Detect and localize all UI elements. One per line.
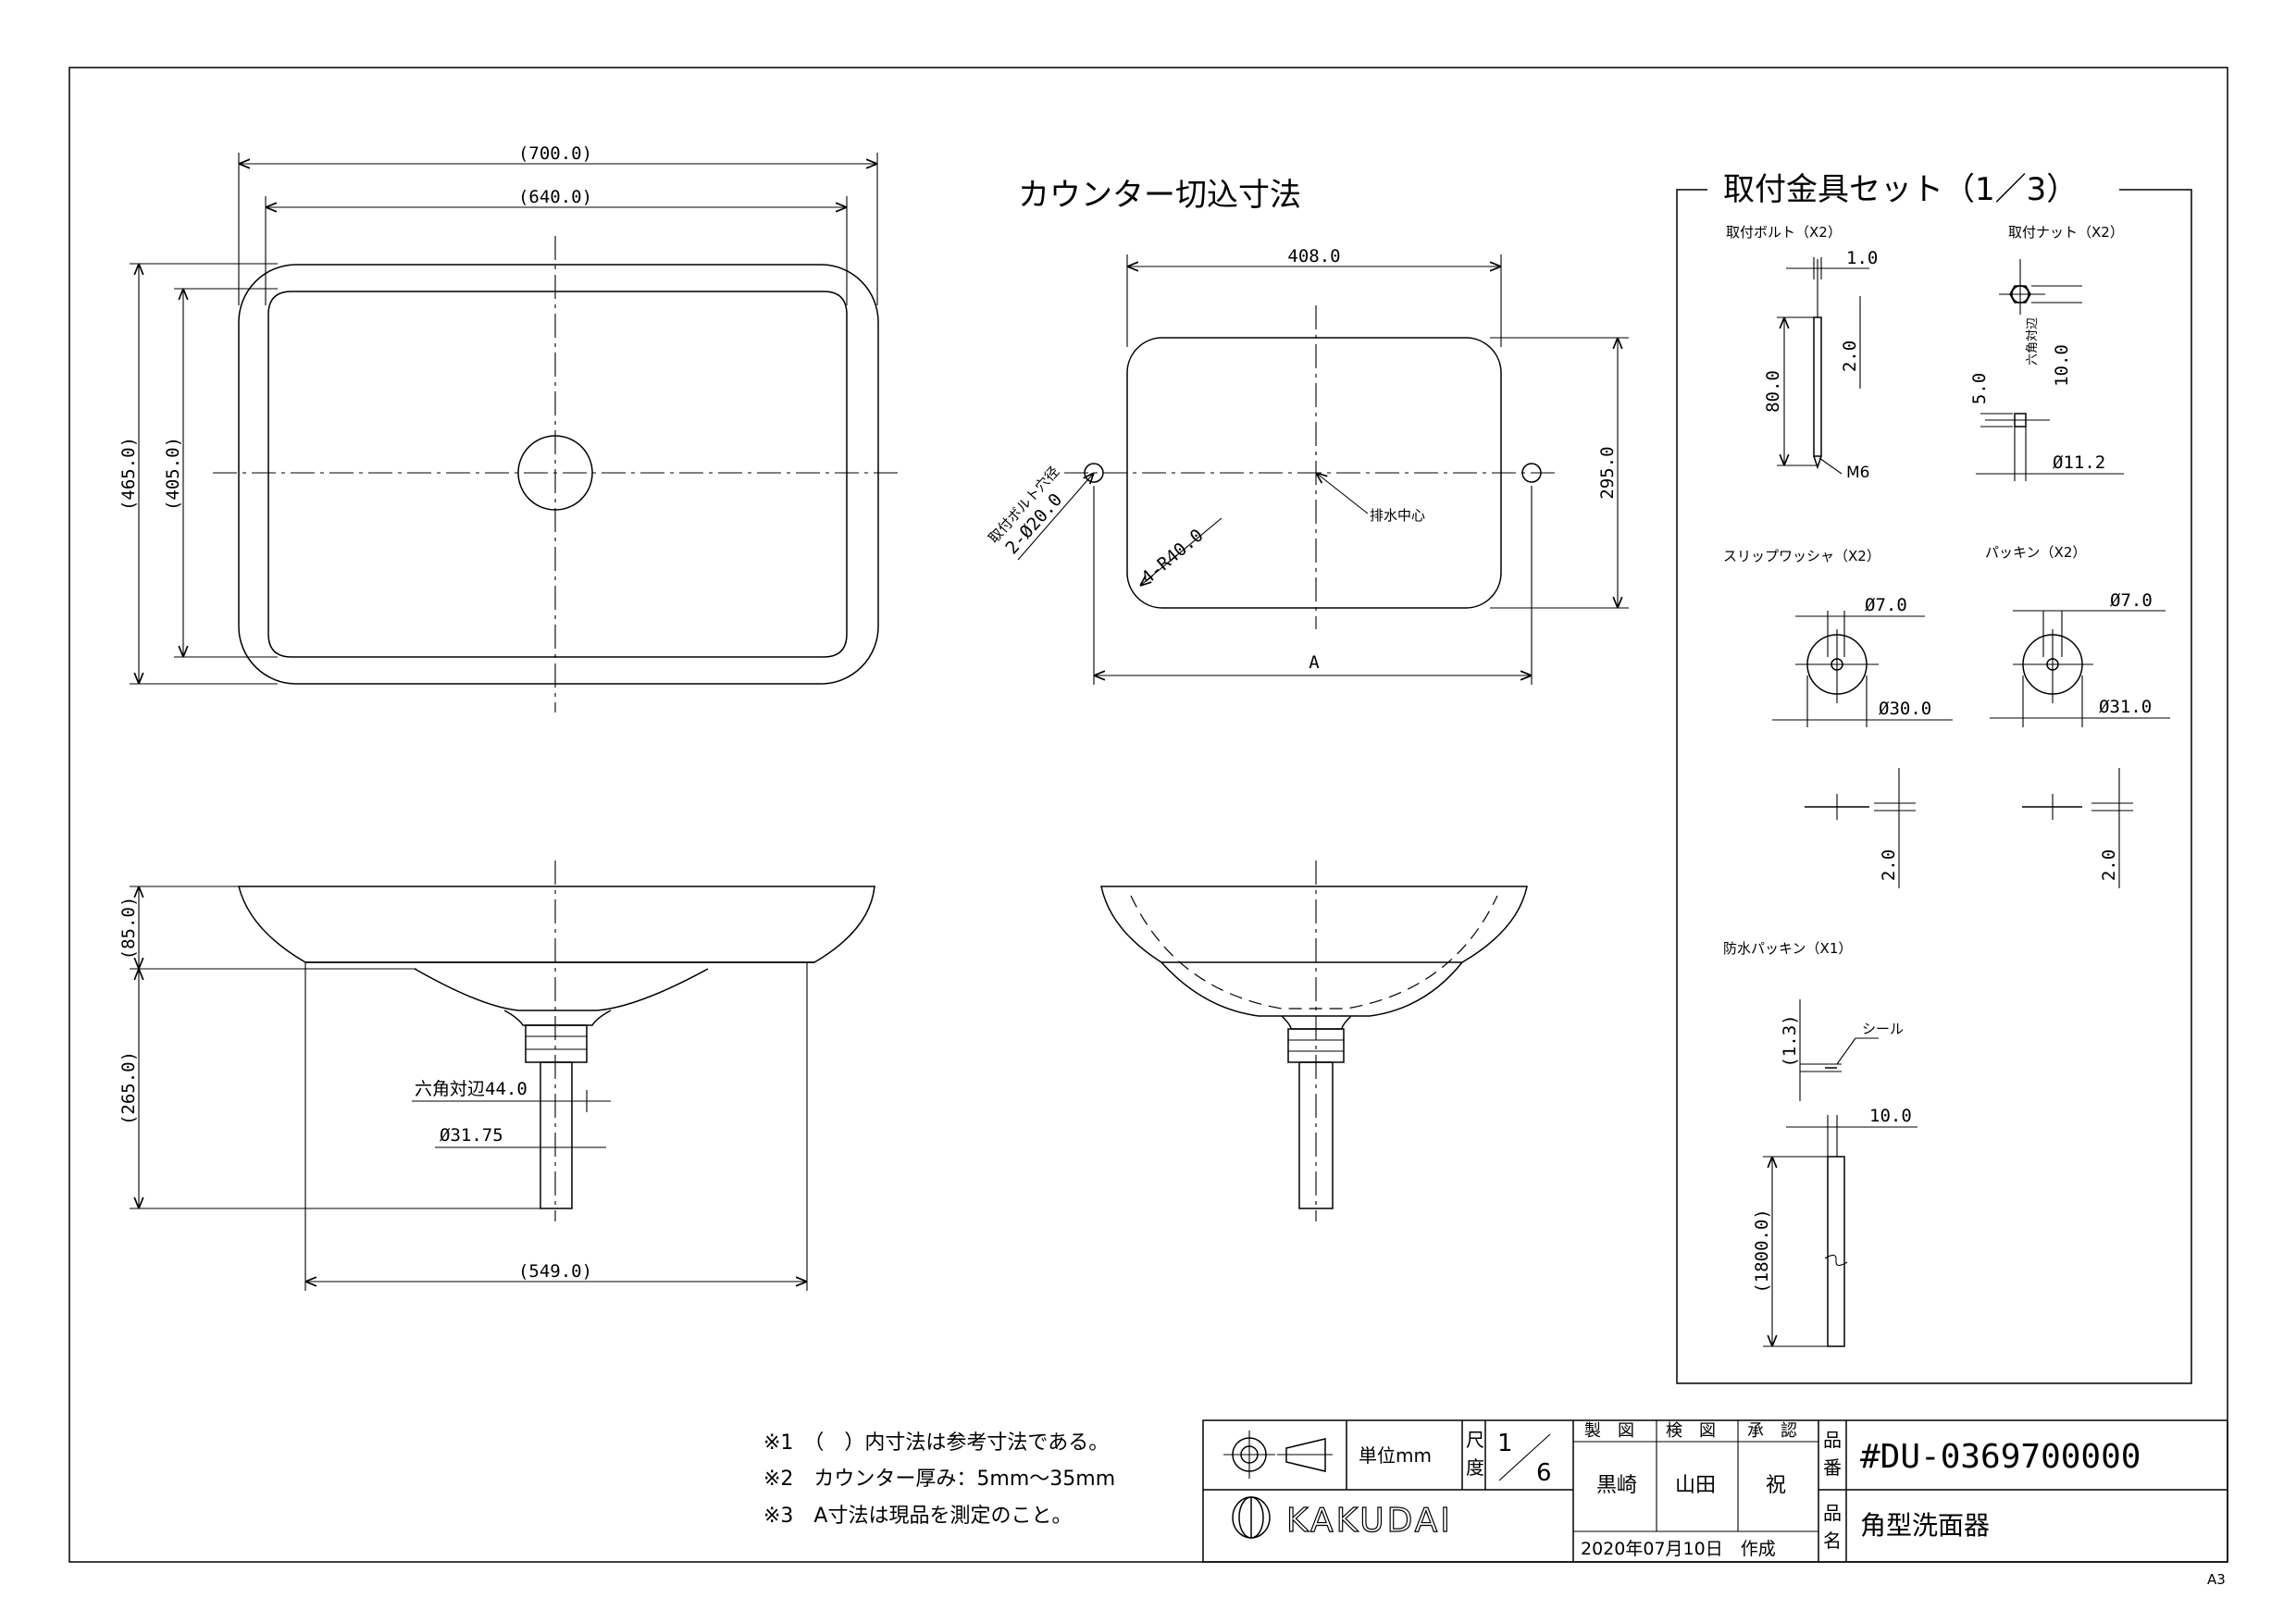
- packing-label: パッキン（X2）: [1985, 544, 2086, 561]
- dim-corner-radius: 4-R40.0: [1137, 526, 1207, 588]
- made-by-name: 黒崎: [1596, 1474, 1637, 1497]
- part-name: 角型洗面器: [1860, 1510, 1990, 1541]
- checked-by-label: 検 図: [1666, 1421, 1716, 1441]
- washer-dim-thick: 2.0: [1879, 849, 1899, 881]
- dim-hex-across: 六角対辺44.0: [415, 1079, 527, 1099]
- bolt-label: 取付ボルト（X2）: [1726, 224, 1842, 241]
- basin-side-rim: [1100, 886, 1528, 963]
- bolt-dim-2: 2.0: [1840, 341, 1860, 372]
- side-view-2: [1100, 861, 1528, 1221]
- hinmei-label-2: 名: [1823, 1530, 1842, 1552]
- basin-outer-rim: [238, 264, 879, 685]
- approved-by-name: 祝: [1766, 1474, 1786, 1497]
- dim-total-height: (265.0): [118, 1051, 139, 1125]
- bowl-hidden-line: [1130, 895, 1498, 1010]
- washer-dim-inner: Ø7.0: [1865, 595, 1907, 615]
- unit-label: 単位mm: [1359, 1444, 1432, 1467]
- top-view: (700.0) (640.0) (465.0) (405.0): [118, 143, 902, 712]
- scale-numerator: 1: [1497, 1430, 1513, 1457]
- dim-bottom-width: (549.0): [518, 1261, 592, 1282]
- bolt-dim-m6: M6: [1846, 464, 1869, 482]
- scale-label-2: 度: [1466, 1456, 1484, 1479]
- waterproof-dim-width: 10.0: [1869, 1106, 1912, 1126]
- counter-cut-title: カウンター切込寸法: [1018, 177, 1301, 214]
- scale-label-1: 尺: [1466, 1429, 1484, 1451]
- kakudai-logo-icon: [1232, 1496, 1271, 1539]
- checked-by-name: 山田: [1675, 1474, 1716, 1497]
- brand-name: KAKUDAI: [1286, 1502, 1453, 1540]
- drain-fitting: [525, 1024, 588, 1063]
- packing-dim-outer: Ø31.0: [2099, 697, 2152, 717]
- bolt-drawing: [1813, 316, 1822, 457]
- washer-label: スリップワッシャ（X2）: [1723, 548, 1880, 564]
- drain-center-label: 排水中心: [1370, 507, 1425, 524]
- nut-dim-thickness: 5.0: [1969, 373, 1990, 404]
- packing-dim-inner: Ø7.0: [2110, 590, 2153, 611]
- dim-rim-height: (85.0): [118, 897, 139, 960]
- side-view: (85.0) (265.0) (549.0) 六角対辺44.0 Ø31.75: [118, 861, 875, 1291]
- drain-pipe: [540, 1061, 573, 1209]
- mounting-kit-panel: 取付金具セット（1／3） 取付ボルト（X2） 1.0 80.0 2.0 M6 取…: [1676, 171, 2192, 1384]
- dim-cut-width: 408.0: [1287, 246, 1340, 266]
- counter-cut-view: カウンター切込寸法 408.0 295.0 A 4-R40.0 取付ボルト穴径 …: [986, 177, 1629, 685]
- bolt-hole-right: [1521, 463, 1542, 483]
- packing-dim-thick: 2.0: [2099, 849, 2119, 881]
- note-2: ※2 カウンター厚み：5mm～35mm: [763, 1468, 1115, 1491]
- part-number: #DU-0369700000: [1860, 1438, 2141, 1476]
- hinban-label-2: 番: [1823, 1456, 1842, 1479]
- note-3: ※3 A寸法は現品を測定のこと。: [763, 1505, 1072, 1528]
- projection-symbol-icon: [1223, 1431, 1333, 1479]
- basin-rim-section: [238, 886, 875, 963]
- dim-depth-inner: (405.0): [163, 437, 183, 511]
- scale-denominator: 6: [1536, 1459, 1552, 1487]
- bolt-dim-thread: 1.0: [1846, 248, 1878, 268]
- created-date: 2020年07月10日 作成: [1581, 1539, 1776, 1559]
- dim-width-outer: (700.0): [518, 143, 592, 164]
- nut-label: 取付ナット（X2）: [2008, 224, 2124, 241]
- basin-bowl: [414, 968, 709, 1011]
- note-1: ※1 （ ）内寸法は参考寸法である。: [763, 1431, 1109, 1455]
- dim-a: A: [1309, 652, 1320, 673]
- waterproof-dim-length: (1800.0): [1752, 1208, 1772, 1294]
- nut-dim-dia: Ø11.2: [2053, 452, 2105, 473]
- bolt-dim-length: 80.0: [1763, 370, 1783, 413]
- dim-pipe-dia: Ø31.75: [440, 1125, 503, 1146]
- nut-hex-label: 六角対辺: [2026, 317, 2040, 365]
- dim-cut-depth: 295.0: [1597, 446, 1618, 499]
- waterproof-strip: [1827, 1156, 1845, 1347]
- basin-inner-bowl: [267, 291, 848, 658]
- dim-depth-outer: (465.0): [118, 437, 139, 511]
- notes: ※1 （ ）内寸法は参考寸法である。 ※2 カウンター厚み：5mm～35mm ※…: [763, 1431, 1115, 1528]
- hinban-label-1: 品: [1823, 1429, 1842, 1451]
- sheet-border: [68, 67, 2228, 1563]
- nut-dim-hex: 10.0: [2052, 344, 2072, 387]
- waterproof-dim-thick: (1.3): [1780, 1014, 1800, 1067]
- washer-dim-outer: Ø30.0: [1879, 699, 1931, 719]
- made-by-label: 製 図: [1584, 1421, 1634, 1441]
- waterproof-seal: シール: [1862, 1021, 1904, 1037]
- approved-by-label: 承 認: [1747, 1421, 1797, 1441]
- kit-title: 取付金具セット（1／3）: [1723, 171, 2078, 208]
- hinmei-label-1: 品: [1823, 1502, 1842, 1524]
- sheet-size: A3: [2207, 1571, 2226, 1588]
- waterproof-label: 防水パッキン（X1）: [1723, 940, 1852, 957]
- title-block: 単位mm 尺 度 1 6 製 図 検 図 承 認 黒崎 山田 祝 品 番 品 名…: [1202, 1419, 2228, 1563]
- dim-width-inner: (640.0): [518, 187, 592, 207]
